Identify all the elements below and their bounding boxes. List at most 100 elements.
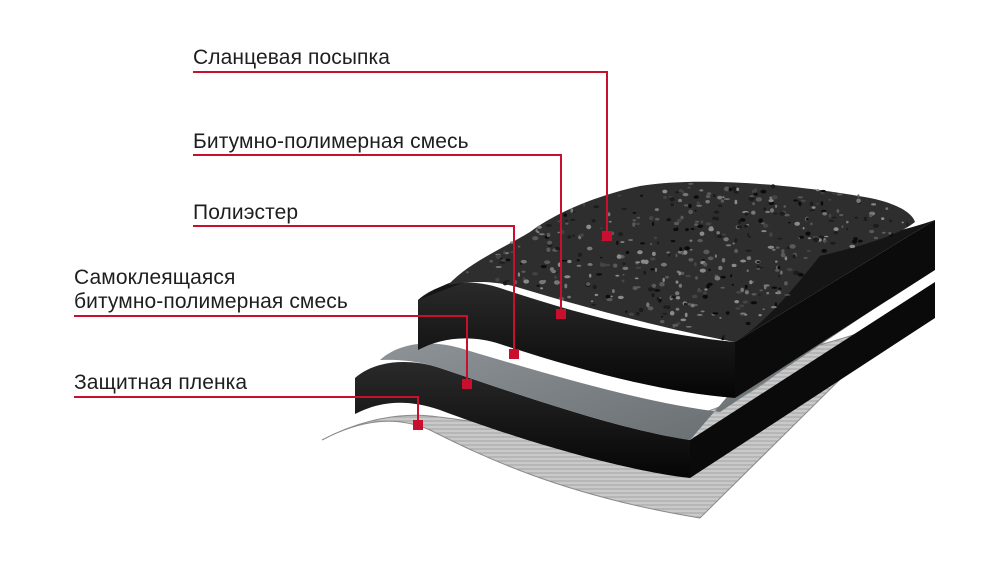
- granule: [703, 291, 707, 295]
- granule: [685, 228, 689, 232]
- granule: [567, 235, 572, 239]
- granule: [706, 192, 712, 195]
- leader-markers: [413, 231, 612, 430]
- granule: [678, 283, 683, 288]
- granule: [669, 310, 675, 316]
- granule: [563, 213, 567, 218]
- granule: [635, 262, 639, 265]
- granule: [605, 294, 611, 299]
- granule: [689, 239, 693, 242]
- granule: [495, 277, 500, 282]
- granule: [758, 314, 762, 317]
- granule: [586, 246, 593, 251]
- granule: [762, 223, 769, 228]
- granule: [723, 237, 729, 242]
- granule: [685, 274, 691, 278]
- granule: [517, 272, 521, 277]
- granule: [495, 254, 502, 260]
- granule: [697, 239, 703, 243]
- granule: [554, 275, 557, 279]
- granule: [682, 192, 689, 197]
- granule: [707, 256, 714, 261]
- granule: [694, 262, 697, 267]
- granule: [747, 233, 750, 237]
- granule: [716, 234, 723, 239]
- granule: [871, 203, 877, 206]
- granule: [650, 268, 655, 271]
- granule: [832, 216, 837, 219]
- granule: [794, 221, 800, 226]
- granule: [685, 326, 692, 328]
- granule: [731, 283, 734, 286]
- granule: [535, 228, 538, 233]
- granule: [700, 220, 704, 224]
- granule: [833, 227, 839, 232]
- granule: [733, 190, 739, 194]
- granule: [807, 237, 812, 240]
- granule: [763, 207, 767, 211]
- granule: [694, 220, 700, 223]
- granule: [756, 268, 761, 270]
- granule: [621, 208, 628, 211]
- marker-slate: [602, 231, 612, 241]
- granule: [841, 225, 844, 228]
- granule: [622, 266, 629, 270]
- granule: [810, 222, 813, 226]
- granule: [567, 295, 571, 299]
- granule: [805, 231, 811, 236]
- leader-film: [74, 396, 419, 425]
- granule: [761, 230, 767, 233]
- granule: [652, 221, 655, 226]
- granule: [696, 289, 703, 293]
- granule: [798, 201, 802, 206]
- label-self-adhesive-line-2: битумно-полимерная смесь: [74, 290, 348, 313]
- granule: [704, 288, 708, 291]
- granule: [521, 270, 526, 273]
- granule: [701, 259, 705, 261]
- granule: [758, 218, 763, 223]
- granule: [687, 186, 692, 189]
- granule: [678, 189, 684, 193]
- granule: [816, 189, 820, 192]
- granule: [766, 292, 770, 295]
- granule: [666, 305, 671, 310]
- granule: [662, 277, 665, 283]
- granule: [799, 235, 804, 239]
- granule: [740, 287, 744, 293]
- granule: [591, 303, 596, 306]
- granule: [778, 275, 781, 278]
- granule: [806, 217, 809, 221]
- granule: [683, 204, 689, 207]
- granule: [718, 204, 723, 207]
- granule: [675, 253, 678, 258]
- granule: [620, 241, 625, 243]
- granule: [889, 219, 892, 223]
- granule: [806, 249, 811, 252]
- granule: [778, 287, 782, 290]
- granule: [731, 263, 737, 268]
- granule: [593, 205, 600, 209]
- granule: [523, 279, 530, 284]
- granule: [564, 275, 571, 279]
- granule: [771, 184, 776, 189]
- granule: [906, 222, 909, 227]
- granule: [544, 260, 551, 265]
- granule: [708, 268, 711, 271]
- marker-film: [413, 420, 423, 430]
- granule: [668, 196, 673, 198]
- granule: [768, 199, 774, 203]
- granule: [767, 245, 775, 249]
- granule: [722, 196, 725, 199]
- granule: [502, 280, 508, 286]
- label-bitumen-polymer-mix: Битумно-полимерная смесь: [193, 130, 469, 153]
- granule: [499, 261, 506, 264]
- granule: [771, 286, 778, 289]
- granule: [654, 208, 660, 212]
- granule: [828, 213, 832, 218]
- granule: [668, 217, 671, 221]
- granule: [777, 265, 781, 270]
- granule: [635, 261, 641, 264]
- marker-self-adhesive: [462, 379, 472, 389]
- granule: [846, 227, 849, 231]
- granule: [816, 203, 819, 205]
